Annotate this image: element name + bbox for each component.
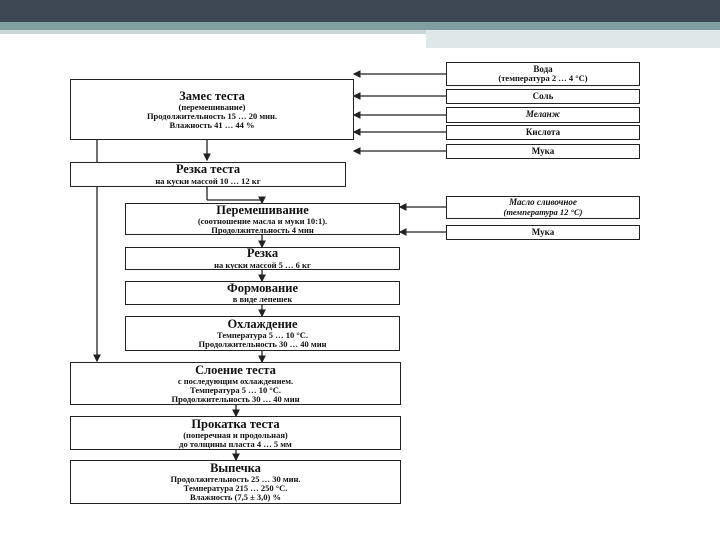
step-line: Влажность 41 … 44 %: [169, 119, 255, 130]
step-line: Температура 215 … 250 °С.: [183, 483, 288, 494]
step-line: Продолжительность 4 мин: [211, 224, 314, 235]
slide-top-bar: [0, 0, 720, 22]
ingredient-water: Вода (температура 2 … 4 °С): [446, 62, 640, 86]
ingredient-label: Мука: [531, 226, 555, 237]
step-line: на куски массой 5 … 6 кг: [214, 259, 311, 270]
step-cooling: Охлаждение Температура 5 … 10 °С. Продол…: [125, 316, 400, 351]
ingredient-label: Меланж: [525, 109, 561, 120]
ingredient-butter: Масло сливочное (температура 12 °С): [446, 196, 640, 219]
slide-accent-line: [0, 22, 720, 30]
step-title: Выпечка: [210, 461, 261, 476]
step-line: (соотношение масла и муки 10:1).: [197, 215, 328, 226]
step-line: с последующим охлаждением.: [177, 375, 294, 386]
ingredient-label: Мука: [531, 145, 555, 156]
step-line: Температура 5 … 10 °С.: [216, 330, 309, 341]
step-line: Продолжительность 30 … 40 мин: [171, 393, 300, 404]
slide-accent-line-light: [0, 30, 720, 34]
step-title: Перемешивание: [216, 202, 309, 217]
step-rolling: Прокатка теста (поперечная и продольная)…: [70, 416, 401, 450]
ingredient-flour-2: Мука: [446, 225, 640, 240]
step-cutting-2: Резка на куски массой 5 … 6 кг: [125, 247, 400, 270]
step-title: Формование: [227, 280, 298, 295]
step-title: Резка: [246, 246, 279, 261]
step-title: Слоение теста: [195, 362, 276, 377]
ingredient-label: Соль: [532, 90, 554, 101]
ingredient-detail: (температура 12 °С): [503, 206, 583, 217]
step-line: в виде лепешек: [232, 294, 293, 305]
step-line: Продолжительность 30 … 40 мин: [198, 339, 327, 350]
ingredient-label: Кислота: [525, 126, 561, 137]
step-mixing: Замес теста (перемешивание) Продолжитель…: [70, 79, 354, 140]
step-stirring: Перемешивание (соотношение масла и муки …: [125, 203, 400, 235]
slide-accent-block: [426, 30, 720, 48]
step-line: Продолжительность 15 … 20 мин.: [146, 110, 278, 121]
step-line: на куски массой 10 … 12 кг: [155, 175, 261, 186]
step-forming: Формование в виде лепешек: [125, 281, 400, 305]
step-baking: Выпечка Продолжительность 25 … 30 мин. Т…: [70, 460, 401, 504]
ingredient-acid: Кислота: [446, 125, 640, 140]
ingredient-detail: (температура 2 … 4 °С): [498, 73, 588, 84]
step-line: (поперечная и продольная): [183, 429, 288, 440]
ingredient-label: Вода: [533, 63, 553, 74]
step-title: Охлаждение: [227, 317, 298, 332]
ingredient-label: Масло сливочное: [509, 197, 577, 208]
step-cutting-1: Резка теста на куски массой 10 … 12 кг: [70, 162, 346, 187]
step-line: до толщины пласта 4 … 5 мм: [179, 438, 292, 449]
step-layering: Слоение теста с последующим охлаждением.…: [70, 362, 401, 405]
ingredient-salt: Соль: [446, 89, 640, 104]
step-line: Продолжительность 25 … 30 мин.: [170, 474, 301, 485]
ingredient-flour-1: Мука: [446, 144, 640, 159]
step-line: Температура 5 … 10 °С.: [189, 384, 282, 395]
step-title: Прокатка теста: [191, 416, 280, 431]
step-title: Резка теста: [175, 162, 241, 177]
step-line: Влажность (7,5 ± 3,0) %: [189, 492, 282, 503]
step-title: Замес теста: [179, 88, 245, 103]
step-line: (перемешивание): [178, 101, 246, 112]
ingredient-melange: Меланж: [446, 107, 640, 123]
